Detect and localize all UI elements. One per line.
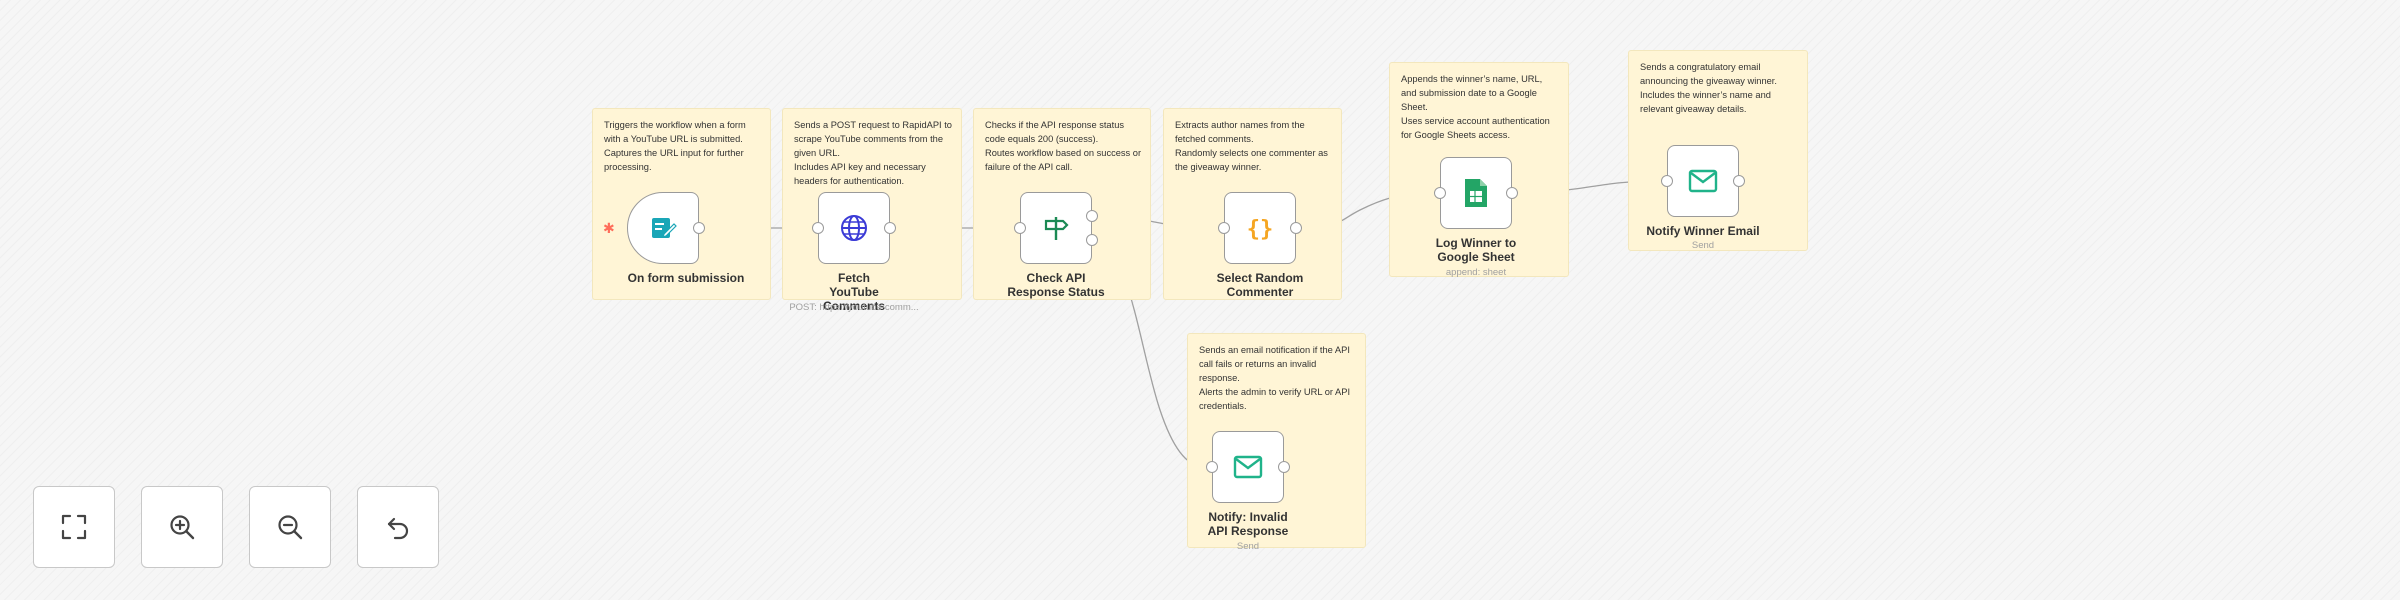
node-subtitle: append: sheet	[1445, 267, 1507, 278]
globe-icon	[841, 215, 867, 241]
node-fetch-youtube-comments[interactable]	[812, 192, 896, 264]
node-label: Select Random Commenter	[1216, 271, 1304, 299]
node-label: Fetch YouTube Comments	[822, 271, 885, 313]
sticky-note-trigger[interactable]: Triggers the workflow when a form with a…	[592, 108, 771, 300]
node-notify-invalid-api-response[interactable]	[1206, 431, 1290, 503]
sticky-note-text: Extracts author names from the fetched c…	[1175, 120, 1328, 172]
sticky-note-text: Triggers the workflow when a form with a…	[604, 120, 746, 172]
svg-text:{}: {}	[1247, 217, 1274, 242]
output-handle[interactable]	[1278, 461, 1290, 473]
output-handle-true[interactable]	[1086, 210, 1098, 222]
node-subtitle: Send	[1691, 240, 1715, 251]
email-icon	[1233, 455, 1263, 479]
output-handle[interactable]	[1506, 187, 1518, 199]
node-label: Check API Response Status	[1007, 271, 1105, 299]
node-subtitle: Send	[1236, 541, 1260, 552]
node-select-random-commenter[interactable]: {}	[1218, 192, 1302, 264]
code-braces-icon: {}	[1247, 217, 1274, 242]
sticky-note-text: Sends a POST request to RapidAPI to scra…	[794, 120, 952, 186]
fit-view-icon	[61, 514, 87, 540]
node-on-form-submission[interactable]	[627, 192, 705, 264]
sticky-note-text: Checks if the API response status code e…	[985, 120, 1142, 172]
output-handle[interactable]	[1733, 175, 1745, 187]
node-label: Log Winner to Google Sheet	[1435, 236, 1517, 264]
reset-zoom-button[interactable]	[357, 486, 439, 568]
sticky-note-text: Appends the winner’s name, URL, and subm…	[1401, 74, 1550, 140]
sticky-note-text: Sends an email notification if the API c…	[1199, 345, 1351, 411]
input-handle[interactable]	[1218, 222, 1230, 234]
input-handle[interactable]	[1014, 222, 1026, 234]
output-handle[interactable]	[1290, 222, 1302, 234]
google-sheets-icon	[1465, 179, 1487, 207]
email-icon	[1688, 169, 1718, 193]
zoom-out-icon	[278, 515, 303, 540]
node-label: Notify: Invalid API Response	[1207, 510, 1289, 538]
node-label: On form submission	[627, 271, 745, 285]
input-handle[interactable]	[1661, 175, 1673, 187]
output-handle[interactable]	[884, 222, 896, 234]
output-handle[interactable]	[693, 222, 705, 234]
node-check-api-response-status[interactable]	[1014, 192, 1098, 264]
zoom-in-button[interactable]	[141, 486, 223, 568]
input-handle[interactable]	[1206, 461, 1218, 473]
zoom-out-button[interactable]	[249, 486, 331, 568]
fit-view-button[interactable]	[33, 486, 115, 568]
node-label: Notify Winner Email	[1646, 224, 1760, 238]
input-handle[interactable]	[1434, 187, 1446, 199]
signpost-icon	[1044, 217, 1069, 240]
sticky-note-text: Sends a congratulatory email announcing …	[1640, 62, 1777, 114]
output-handle-false[interactable]	[1086, 234, 1098, 246]
node-notify-winner-email[interactable]	[1661, 145, 1745, 217]
undo-icon	[387, 517, 409, 540]
input-handle[interactable]	[812, 222, 824, 234]
trigger-bolt-icon: ✱	[603, 220, 615, 236]
form-icon	[652, 218, 677, 238]
node-subtitle: POST: https://youtube-comm...	[789, 302, 919, 313]
zoom-in-icon	[170, 515, 195, 540]
node-log-winner-to-google-sheet[interactable]	[1434, 157, 1518, 229]
